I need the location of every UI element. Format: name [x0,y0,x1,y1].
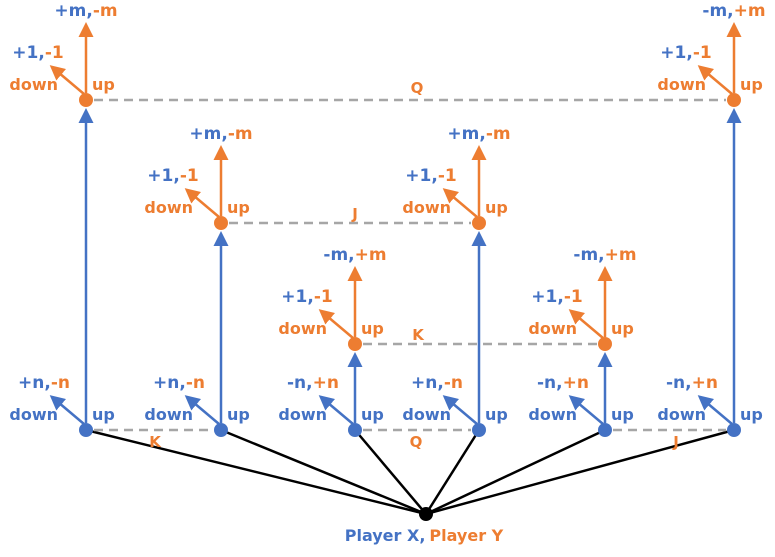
player-x-node [79,423,93,437]
y-down-edge [318,309,354,339]
player-legend: Player X,Player Y [345,526,504,545]
x-down-label: down [402,405,451,424]
y-down-payoff: +1,-1 [281,287,332,307]
y-up-payoff: +m,-m [54,1,117,21]
x-up-label: up [611,405,634,424]
x-down-payoff: -n,+n [537,373,589,393]
y-info-set-label: Q [411,79,424,97]
y-up-label: up [361,319,384,338]
y-up-payoff: +m,-m [189,124,252,144]
y-down-edge [697,65,733,95]
x-info-set-label: Q [410,433,423,451]
y-up-label: up [227,198,250,217]
player-y-node [472,216,486,230]
y-info-set-label: K [412,326,425,344]
y-up-payoff: -m,+m [573,245,636,265]
player-x-node [348,423,362,437]
y-down-payoff: +1,-1 [531,287,582,307]
y-down-label: down [657,75,706,94]
chance-node [419,507,433,521]
player-x-node [598,423,612,437]
legend-player-x: Player X [345,526,420,545]
x-down-payoff: +n,-n [18,373,70,393]
x-down-payoff: +n,-n [153,373,205,393]
deal-edge [424,429,481,515]
x-down-payoff: -n,+n [666,373,718,393]
y-down-label: down [402,198,451,217]
x-down-edge [184,395,220,425]
x-down-edge [318,395,354,425]
x-down-edge [697,395,733,425]
y-up-label: up [485,198,508,217]
y-up-label: up [740,75,763,94]
x-down-edge [49,395,85,425]
x-down-label: down [278,405,327,424]
x-down-label: down [657,405,706,424]
x-up-label: up [92,405,115,424]
x-up-label: up [227,405,250,424]
y-up-label: up [611,319,634,338]
y-down-payoff: +1,-1 [660,43,711,63]
y-down-edge [184,188,220,218]
y-info-set-label: J [351,205,358,223]
player-x-node [472,423,486,437]
player-y-node [727,93,741,107]
legend-separator: , [419,526,425,545]
deal-edge [425,428,735,516]
deal-edge [425,428,606,516]
x-info-set-label: J [672,433,679,451]
y-down-payoff: +1,-1 [147,166,198,186]
y-up-payoff: -m,+m [323,245,386,265]
y-up-label: up [92,75,115,94]
player-y-node [79,93,93,107]
x-down-edge [568,395,604,425]
player-y-node [598,337,612,351]
y-down-edge [442,188,478,218]
player-y-node [348,337,362,351]
y-down-label: down [528,319,577,338]
deal-edge [85,428,427,516]
x-down-label: down [9,405,58,424]
x-down-edge [442,395,478,425]
y-up-payoff: +m,-m [447,124,510,144]
x-down-payoff: +n,-n [411,373,463,393]
x-down-payoff: -n,+n [287,373,339,393]
y-down-label: down [9,75,58,94]
y-down-payoff: +1,-1 [12,43,63,63]
y-down-edge [568,309,604,339]
x-up-label: up [361,405,384,424]
x-info-set-label: K [149,433,162,451]
deal-edge [354,429,427,515]
player-x-node [727,423,741,437]
x-up-label: up [740,405,763,424]
player-x-node [214,423,228,437]
y-down-label: down [278,319,327,338]
x-down-label: down [144,405,193,424]
x-down-label: down [528,405,577,424]
x-up-label: up [485,405,508,424]
y-up-payoff: -m,+m [702,1,765,21]
y-down-edge [49,65,85,95]
legend-player-y: Player Y [429,526,503,545]
player-y-node [214,216,228,230]
y-down-payoff: +1,-1 [405,166,456,186]
y-down-label: down [144,198,193,217]
deal-edge [220,428,427,516]
